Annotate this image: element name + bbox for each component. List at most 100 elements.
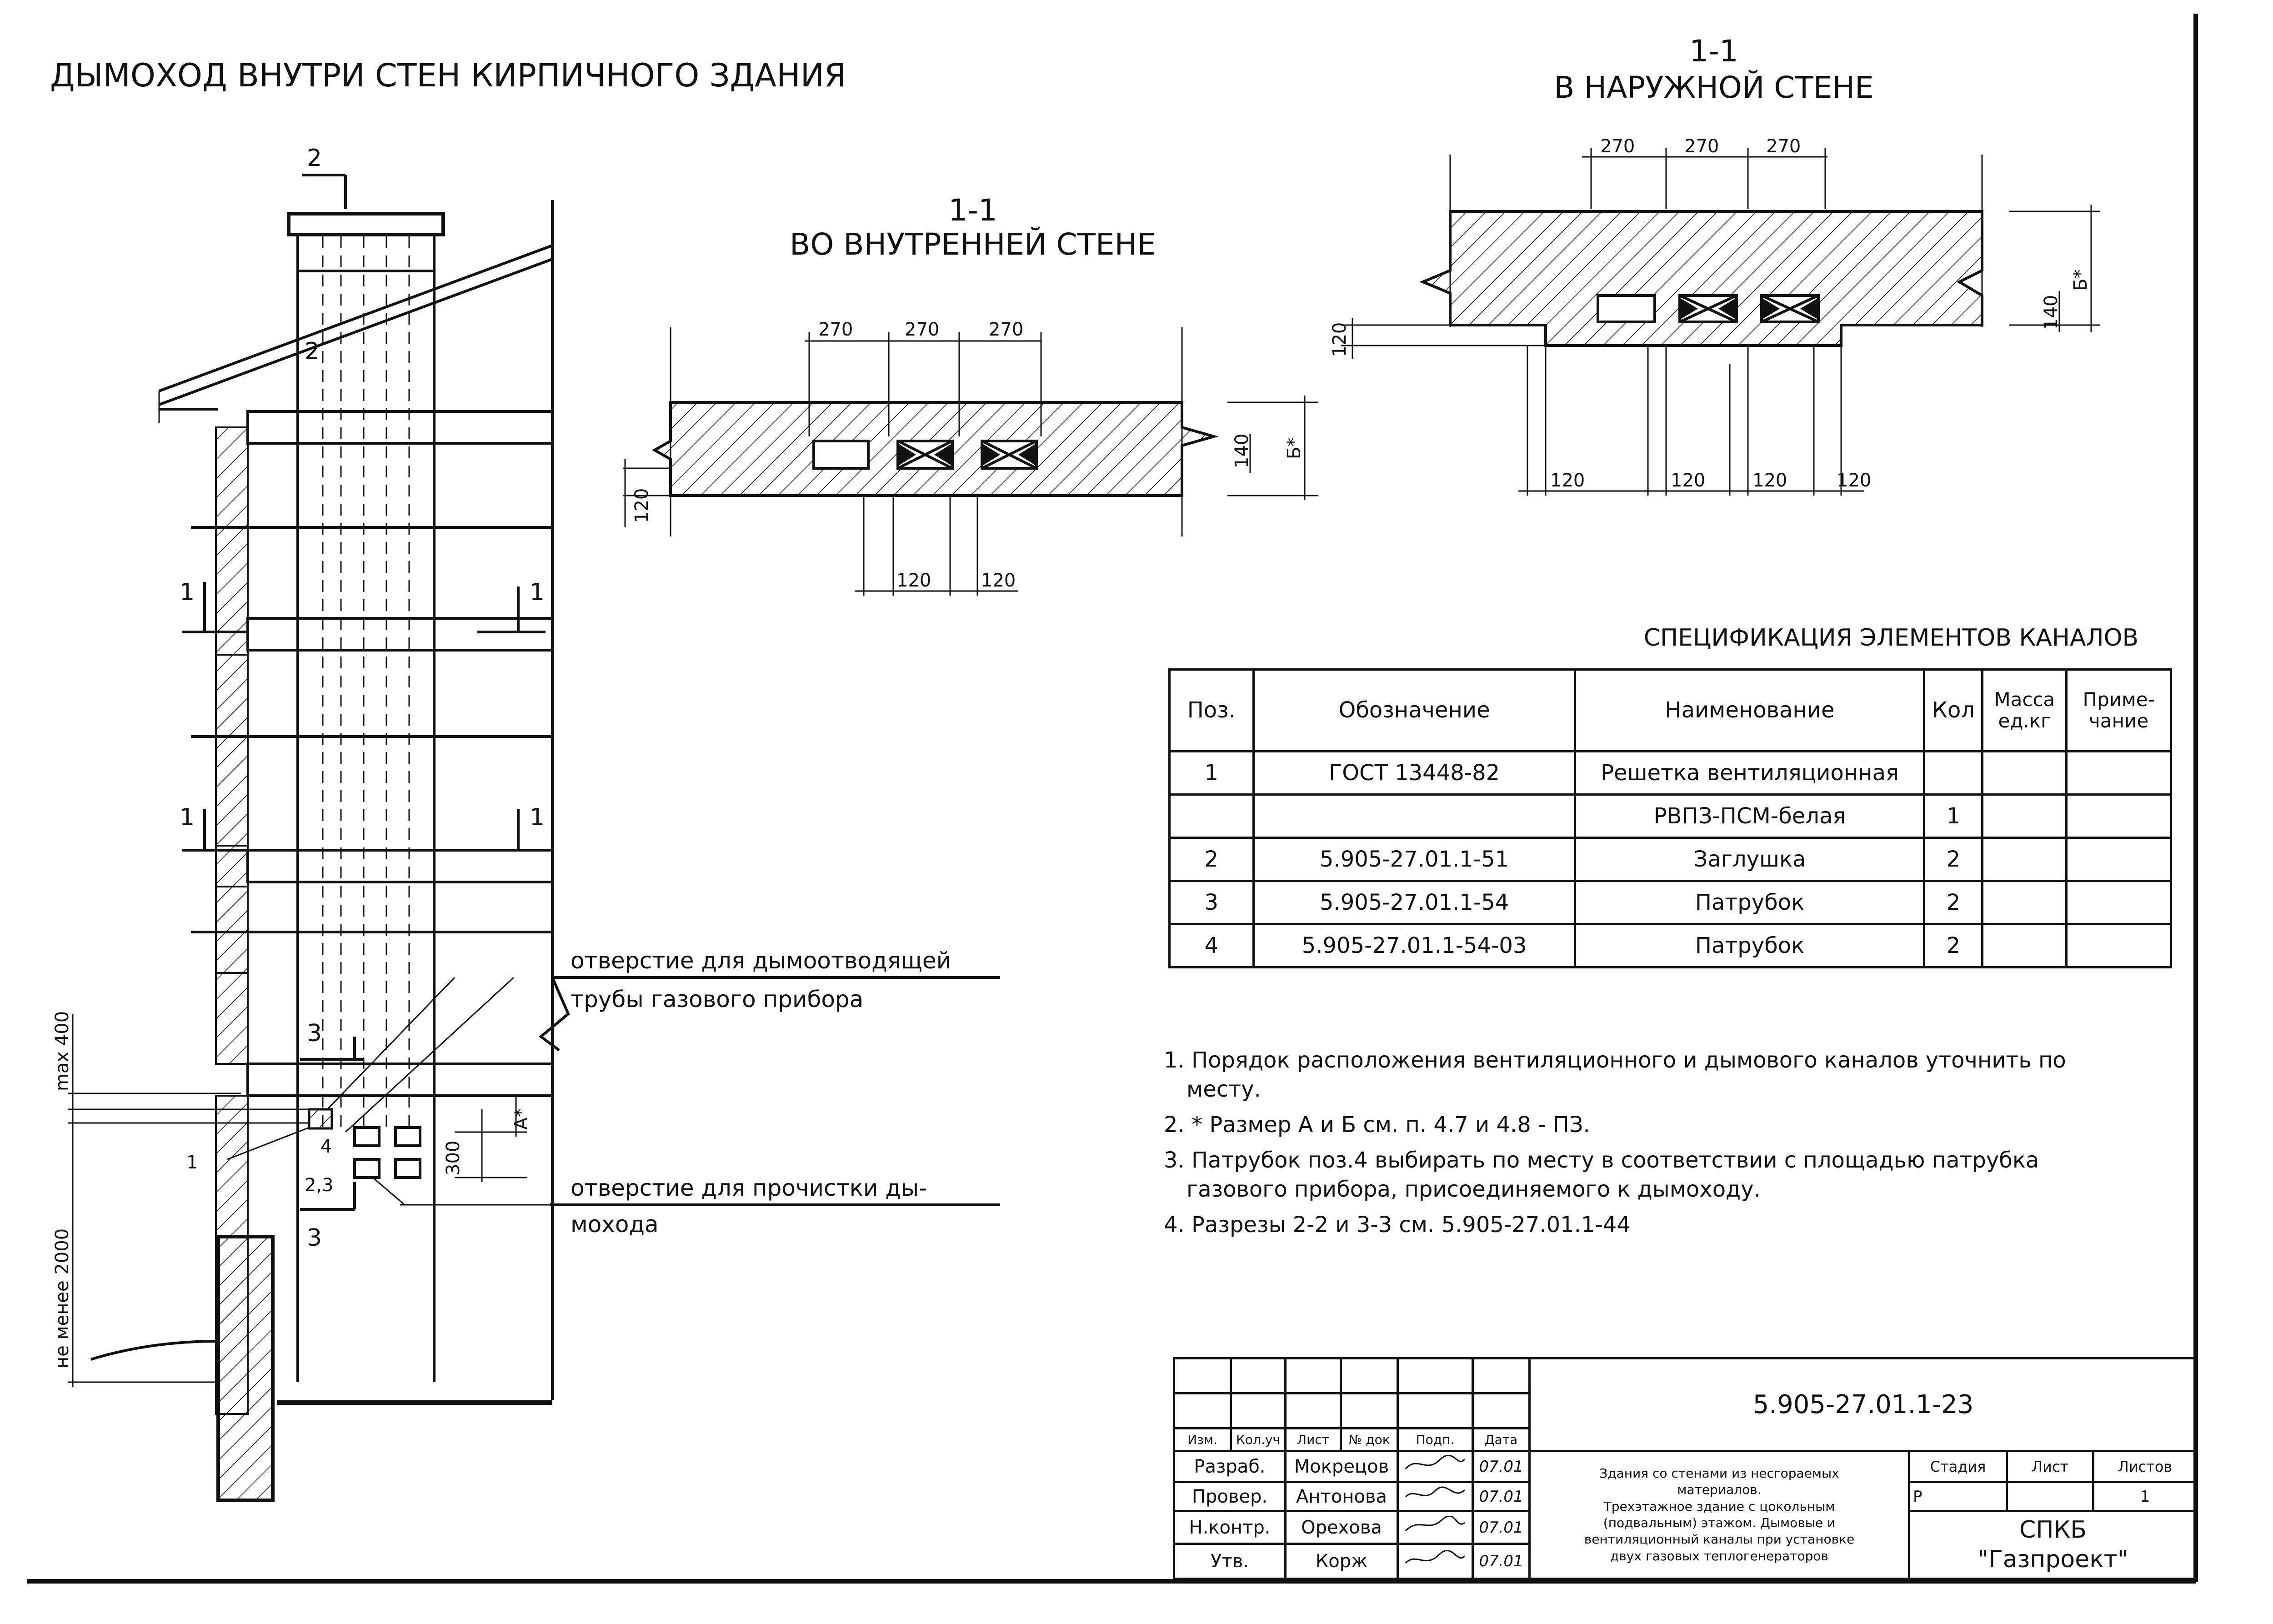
tb-date: 07.01 xyxy=(1472,1510,1531,1545)
spec-cell xyxy=(1981,923,2068,968)
tb-desc-line: Трехэтажное здание с цокольным xyxy=(1603,1499,1835,1514)
tb-date: 07.01 xyxy=(1472,1449,1531,1484)
outer-dim-120-3: 120 xyxy=(1752,470,1787,491)
tb-stage-header: Стадия xyxy=(1908,1449,2008,1484)
tb-desc-line: материалов. xyxy=(1677,1482,1762,1498)
spec-cell xyxy=(1981,880,2068,925)
spec-table: Поз. Обозначение Наименование Кол Масса … xyxy=(1168,668,2172,968)
section-outer-title: В НАРУЖНОЙ СТЕНЕ xyxy=(1554,70,1874,105)
chimney-cap xyxy=(287,212,445,236)
callout-flue-line2: трубы газового прибора xyxy=(571,986,863,1012)
tb-stage-header: Лист xyxy=(2006,1449,2094,1484)
outer-dim-270-2: 270 xyxy=(1684,136,1719,157)
spec-cell: Патрубок xyxy=(1574,880,1926,925)
note-3: 3. Патрубок поз.4 выбирать по месту в со… xyxy=(1164,1148,2039,1202)
spec-cell xyxy=(1981,837,2068,882)
spec-cell xyxy=(1981,750,2068,796)
tb-org: СПКБ "Газпроект" xyxy=(1908,1510,2198,1580)
spec-cell xyxy=(2065,923,2172,968)
doc-code: 5.905-27.01.1-23 xyxy=(1528,1357,2198,1452)
spec-cell: 3 xyxy=(1168,880,1255,925)
table-row: 3 5.905-27.01.1-54 Патрубок 2 xyxy=(1168,880,2172,925)
label-pos-1: 1 xyxy=(186,1152,198,1173)
tb-stage-value xyxy=(2006,1481,2094,1513)
tb-org-line: СПКБ xyxy=(2019,1516,2087,1544)
cut-mark-1-left-a: 1 xyxy=(180,579,195,606)
spec-cell xyxy=(2065,750,2172,796)
spec-cell: ГОСТ 13448-82 xyxy=(1252,750,1577,796)
spec-cell: 2 xyxy=(1923,837,1984,882)
spec-cell: 5.905-27.01.1-54 xyxy=(1252,880,1577,925)
inner-dim-120-2: 120 xyxy=(981,570,1016,591)
tb-signature xyxy=(1397,1449,1474,1484)
tb-col-header: Изм. xyxy=(1173,1427,1232,1452)
tb-stage-value: 1 xyxy=(2092,1481,2198,1513)
tb-col-header-row: Изм. Кол.уч Лист № док Подп. Дата xyxy=(1173,1427,2197,1452)
notes: 1. Порядок расположения вентиляционного … xyxy=(1164,1046,2118,1246)
cut-mark-1-right-b: 1 xyxy=(530,804,545,831)
spec-cell xyxy=(2065,837,2172,882)
label-pos-2-3: 2,3 xyxy=(305,1175,334,1196)
signature-3 xyxy=(1405,1515,1465,1532)
outer-dim-270-3: 270 xyxy=(1766,136,1801,157)
dim-300: 300 xyxy=(443,1141,464,1175)
note-2: 2. * Размер А и Б см. п. 4.7 и 4.8 - ПЗ. xyxy=(1164,1112,1590,1138)
tb-stage-header: Листов xyxy=(2092,1449,2198,1484)
spec-cell: 4 xyxy=(1168,923,1255,968)
spec-cell xyxy=(1252,793,1577,839)
tb-description: Здания со стенами из несгораемых материа… xyxy=(1528,1449,1910,1580)
chimney-elevation xyxy=(68,174,1000,1502)
spec-cell: 2 xyxy=(1923,923,1984,968)
note-4: 4. Разрезы 2-2 и 3-3 см. 5.905-27.01.1-4… xyxy=(1164,1212,1631,1238)
table-row: 2 5.905-27.01.1-51 Заглушка 2 xyxy=(1168,837,2172,882)
main-title: ДЫМОХОД ВНУТРИ СТЕН КИРПИЧНОГО ЗДАНИЯ xyxy=(50,57,846,94)
inner-dim-120-1: 120 xyxy=(896,570,931,591)
spec-header-qty: Кол xyxy=(1923,668,1984,752)
tb-col-header: Подп. xyxy=(1397,1427,1474,1452)
tb-signature xyxy=(1397,1510,1474,1545)
section-inner-title: ВО ВНУТРЕННЕЙ СТЕНЕ xyxy=(790,226,1156,262)
inner-dim-channel: 140 xyxy=(1232,434,1252,468)
spec-cell xyxy=(2065,880,2172,925)
tb-role: Разраб. xyxy=(1173,1449,1287,1484)
tb-role: Утв. xyxy=(1173,1543,1287,1580)
section-inner-number: 1-1 xyxy=(948,193,997,228)
spec-cell: 2 xyxy=(1168,837,1255,882)
outer-dim-120-1: 120 xyxy=(1550,470,1585,491)
spec-cell xyxy=(1923,750,1984,796)
outer-dim-120-4: 120 xyxy=(1837,470,1871,491)
tb-date: 07.01 xyxy=(1472,1543,1531,1580)
tb-col-header: Лист xyxy=(1284,1427,1342,1452)
label-pos-4: 4 xyxy=(320,1136,332,1157)
spec-cell: 1 xyxy=(1923,793,1984,839)
spec-header-designation: Обозначение xyxy=(1252,668,1577,752)
tb-desc-line: (подвальным) этажом. Дымовые и xyxy=(1603,1515,1836,1530)
cut-mark-2-top: 2 xyxy=(307,145,322,172)
cut-mark-3-top: 3 xyxy=(307,1020,322,1047)
signature-2 xyxy=(1405,1486,1466,1498)
outer-dim-120-2: 120 xyxy=(1671,470,1705,491)
tb-date: 07.01 xyxy=(1472,1481,1531,1513)
callout-flue-line1: отверстие для дымоотводящей xyxy=(571,947,951,974)
outer-dim-b: Б* xyxy=(2070,270,2091,291)
signature-1 xyxy=(1405,1454,1466,1470)
signature-4 xyxy=(1405,1549,1466,1564)
section-outer-number: 1-1 xyxy=(1689,34,1738,69)
section-outer-wall xyxy=(1341,148,2100,496)
tb-col-header: № док xyxy=(1340,1427,1399,1452)
tb-desc-line: двух газовых теплогенераторов xyxy=(1610,1548,1828,1564)
inner-dim-b: Б* xyxy=(1284,438,1305,459)
tb-name: Мокрецов xyxy=(1284,1449,1399,1484)
note-1: 1. Порядок расположения вентиляционного … xyxy=(1164,1048,2066,1102)
callout-clean-line2: мохода xyxy=(571,1211,659,1238)
dim-a: А* xyxy=(511,1108,532,1130)
cut-mark-2-roof: 2 xyxy=(305,338,320,365)
tb-name: Корж xyxy=(1284,1543,1399,1580)
tb-org-line: "Газпроект" xyxy=(1978,1546,2128,1574)
inner-dim-wall: 120 xyxy=(631,488,652,523)
spec-cell: Патрубок xyxy=(1574,923,1926,968)
tb-name: Антонова xyxy=(1284,1481,1399,1513)
tb-col-header: Кол.уч xyxy=(1230,1427,1287,1452)
title-block: 5.905-27.01.1-23 Изм. Кол.уч Лист № док … xyxy=(1173,1357,2198,1580)
spec-header-note: Приме-чание xyxy=(2065,668,2172,752)
